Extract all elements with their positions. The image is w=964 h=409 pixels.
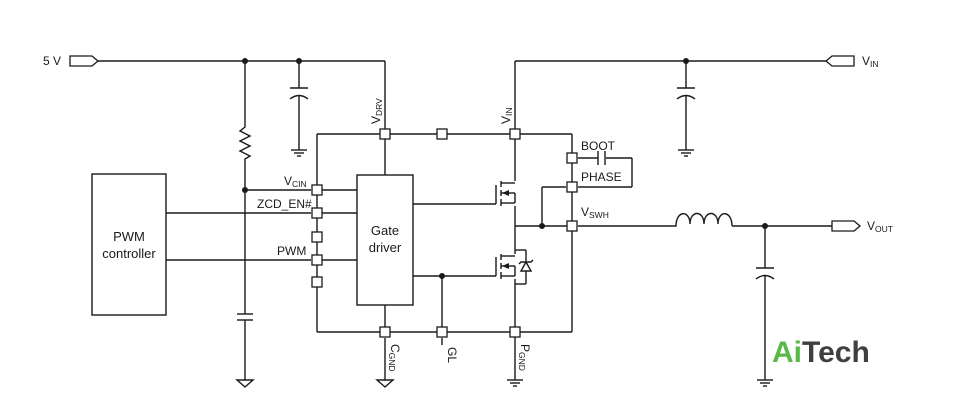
pwm-controller-label: controller — [102, 246, 156, 261]
label-zcd-en: ZCD_EN# — [257, 197, 312, 211]
ground-triangle-icon — [375, 379, 395, 388]
pwm-controller-block — [91, 173, 167, 316]
ground-triangle-icon — [235, 379, 255, 388]
ground-icon — [507, 379, 523, 387]
aitech-logo: AiTech — [772, 336, 870, 369]
svg-text:AiTech: AiTech — [772, 336, 870, 369]
label-cgnd: CGND — [387, 344, 402, 372]
ground-icon — [678, 149, 694, 157]
label-5v: 5 V — [43, 54, 61, 68]
input-connector-5v-icon — [69, 55, 100, 67]
label-vin-pin: VIN — [499, 107, 514, 124]
label-gl: GL — [445, 347, 459, 363]
output-connector-vout-icon — [831, 220, 862, 232]
gate-driver-label: driver — [369, 240, 402, 255]
capacitor-lower-icon — [237, 313, 253, 321]
junction-dots — [242, 58, 768, 279]
input-connector-vin-icon — [824, 55, 855, 67]
label-vswh: VSWH — [581, 205, 609, 220]
label-pwm-pin: PWM — [277, 244, 306, 258]
pin-pads — [311, 128, 578, 338]
capacitor-vin-icon — [676, 87, 696, 100]
ground-icon — [757, 379, 773, 387]
label-vout: VOUT — [867, 219, 893, 234]
capacitor-5v-icon — [289, 87, 309, 100]
label-vcin: VCIN — [284, 174, 307, 189]
capacitor-vout-icon — [755, 267, 775, 280]
low-side-mosfet-icon — [495, 249, 534, 285]
inductor-icon — [674, 212, 733, 227]
pwm-controller-label: PWM — [113, 229, 145, 244]
label-pgnd: PGND — [517, 344, 532, 371]
pullup-resistor-icon — [238, 124, 252, 162]
label-vin-main: VIN — [862, 54, 879, 69]
label-boot: BOOT — [581, 139, 616, 153]
wires — [98, 60, 832, 380]
label-vdrv: VDRV — [369, 98, 384, 124]
gate-driver-label: Gate — [371, 223, 399, 238]
ground-icon — [291, 149, 307, 157]
high-side-mosfet-icon — [495, 181, 516, 206]
boot-capacitor-icon — [597, 151, 606, 165]
label-phase: PHASE — [581, 170, 622, 184]
gate-driver-block — [356, 174, 414, 306]
